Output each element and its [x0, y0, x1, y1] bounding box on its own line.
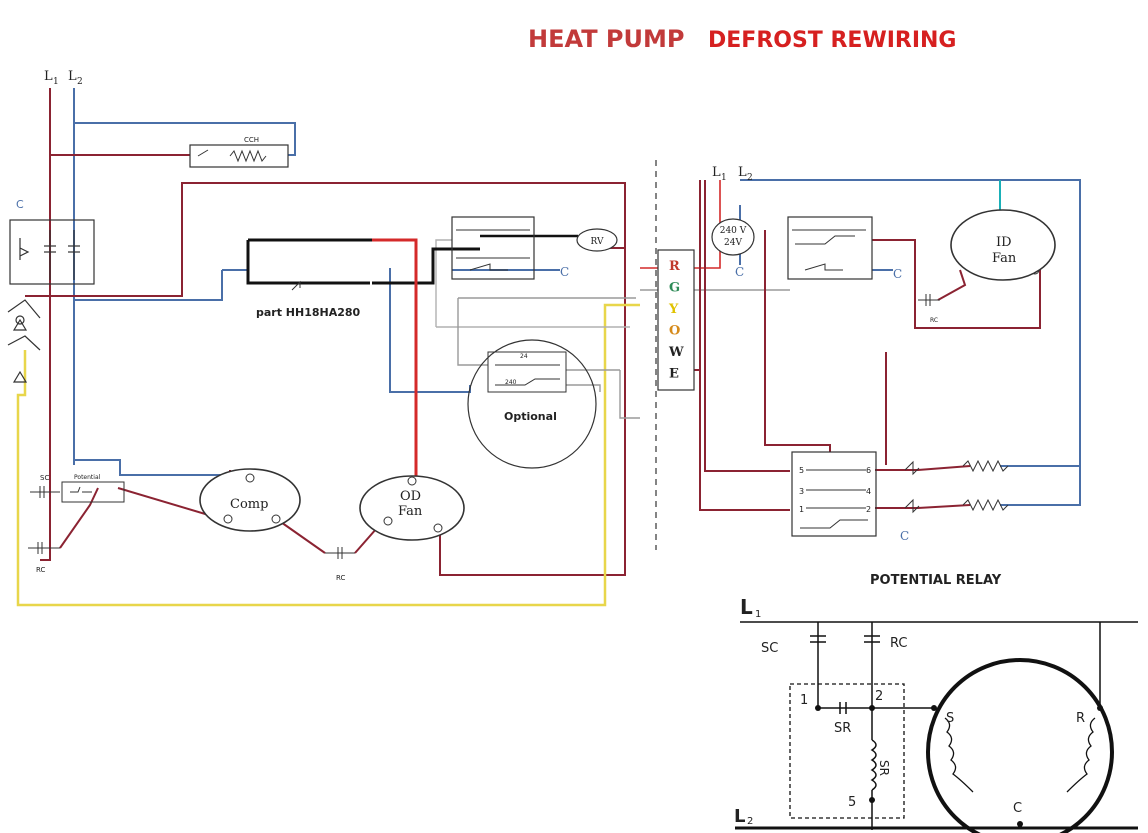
optional-relay	[467, 339, 597, 469]
relay-sr-label: SR	[834, 721, 851, 736]
potential-relay-block	[61, 481, 125, 503]
seq-terminal-3: 3	[799, 487, 804, 496]
rv-c-label: C	[560, 265, 569, 279]
capacitors-left	[28, 294, 940, 559]
terminal-g: G	[669, 281, 680, 296]
relay-inset	[735, 621, 1138, 833]
relay-motor-s: S	[946, 711, 954, 726]
relay-sc-label: SC	[761, 641, 778, 656]
seq-terminal-1: 1	[799, 505, 804, 514]
comp-label: Comp	[230, 497, 268, 512]
seq-terminal-2: 2	[866, 505, 871, 514]
terminal-w: W	[668, 345, 684, 360]
title-defrost-rewiring: DEFROST REWIRING	[708, 28, 957, 53]
optional-240-label: 240	[505, 379, 517, 386]
seq-terminal-6: 6	[866, 466, 871, 475]
rv-label: RV	[591, 237, 604, 247]
terminal-strip	[657, 249, 695, 391]
rc-label-left: RC	[36, 566, 46, 574]
id-fan-label-1: ID	[996, 235, 1012, 250]
optional-label: Optional	[504, 410, 557, 423]
transformer-24v: 24V	[724, 238, 742, 248]
terminal-y: Y	[668, 302, 679, 317]
l1-right-label: L	[712, 165, 721, 180]
cch-heater	[189, 144, 289, 168]
title-heat-pump: HEAT PUMP	[528, 25, 684, 53]
cch-label: CCH	[244, 136, 259, 144]
relay-l1-sub: 1	[755, 609, 761, 620]
line-feeds	[9, 88, 1081, 607]
rc-label-id: RC	[930, 317, 938, 324]
l1-sub: 1	[53, 77, 59, 87]
heater-elements	[904, 459, 1009, 514]
contactor-c-label: C	[16, 198, 24, 211]
l2-right-label: L	[738, 165, 747, 180]
sc-label-left: SC	[40, 474, 49, 482]
l1-label: L	[44, 69, 53, 84]
l2-right-sub: 2	[747, 173, 753, 183]
part-label: part HH18HA280	[256, 306, 361, 319]
fan-relay-c-label: C	[893, 267, 902, 281]
od-fan-label-1: OD	[400, 489, 421, 504]
id-fan-label-2: Fan	[992, 251, 1017, 266]
rc-label-fan: RC	[336, 574, 346, 582]
l1-right-sub: 1	[721, 173, 727, 183]
seq-terminal-5: 5	[799, 466, 804, 475]
terminal-r: R	[669, 259, 680, 274]
id-fan	[950, 209, 1056, 281]
l2-sub: 2	[77, 77, 83, 87]
terminal-e: E	[669, 367, 679, 382]
seq-terminal-4: 4	[866, 487, 871, 496]
relay-title: POTENTIAL RELAY	[870, 573, 1002, 588]
rv-coil	[576, 228, 618, 252]
seq-c-label: C	[900, 529, 909, 543]
transformer-240v: 240 V	[720, 226, 747, 236]
pressure-switches	[7, 299, 41, 383]
relay-rc-label: RC	[890, 636, 907, 651]
potential-label: Potential	[74, 474, 101, 481]
defrost-control-box	[451, 216, 535, 280]
transformer-c-label: C	[735, 265, 744, 279]
contactor	[19, 230, 80, 280]
motor-terminals	[223, 213, 1040, 533]
fan-relay-box	[787, 216, 873, 280]
relay-motor-r: R	[1076, 711, 1085, 726]
defrost-switch-icon	[291, 280, 301, 291]
relay-l2: L	[734, 806, 745, 827]
optional-24-label: 24	[520, 353, 528, 360]
relay-sr-coil-label: SR	[877, 760, 891, 776]
relay-terminal-5: 5	[848, 795, 856, 810]
heat-sequencer-box	[791, 451, 877, 537]
relay-terminal-1: 1	[800, 693, 808, 708]
terminal-o: O	[669, 324, 680, 339]
l2-label: L	[68, 69, 77, 84]
transformer	[711, 218, 755, 256]
relay-l2-sub: 2	[747, 816, 753, 827]
relay-motor-c: C	[1013, 801, 1022, 816]
relay-terminal-2: 2	[875, 689, 883, 704]
od-fan-label-2: Fan	[398, 504, 423, 519]
relay-l1: L	[740, 595, 753, 619]
